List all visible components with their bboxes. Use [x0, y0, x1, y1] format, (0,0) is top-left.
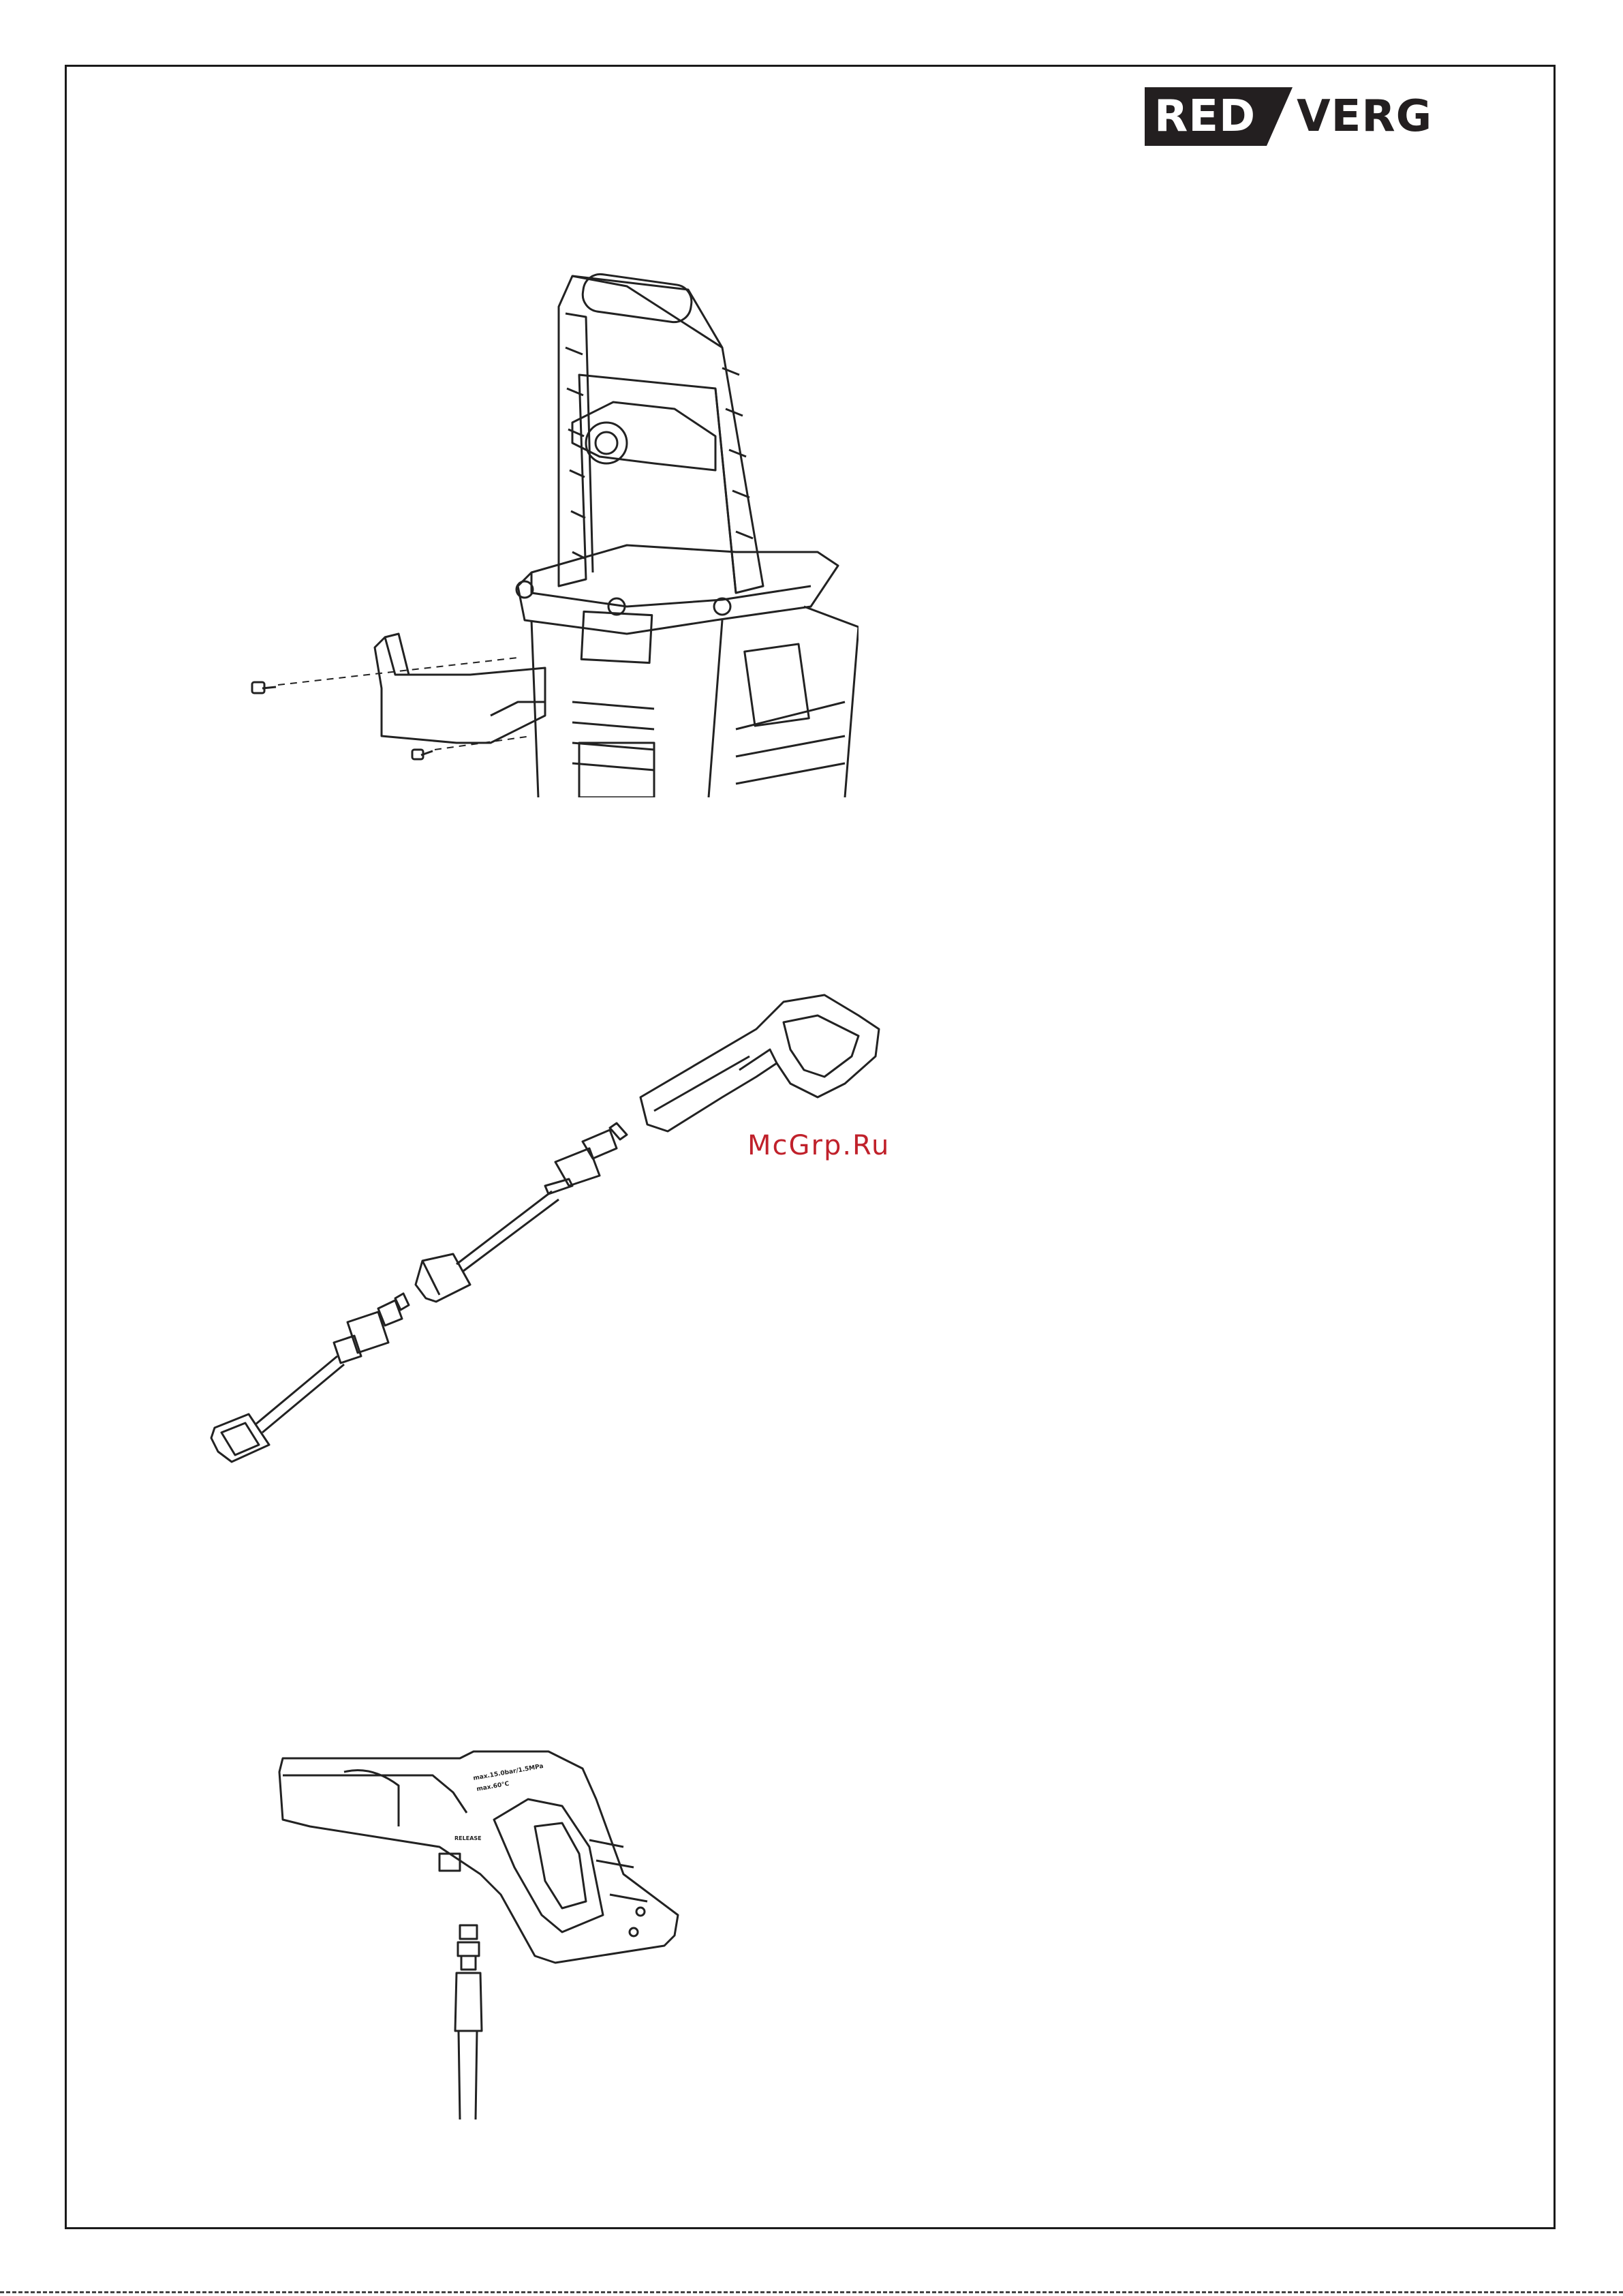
screw-2 [412, 750, 433, 759]
hose-coupling [460, 1925, 477, 1939]
screw-1 [252, 682, 276, 693]
watermark-text: McGrp.Ru [747, 1130, 890, 1161]
washer-body-hose-hook-assembly-figure [245, 266, 859, 797]
gun-temperature-text: max.60°C [476, 1781, 510, 1793]
logo-red-part: RED [1145, 87, 1267, 146]
hose-hook [375, 637, 545, 743]
extension-lance [416, 1123, 627, 1302]
trigger-gun-top [640, 995, 879, 1131]
gun-release-text: RELEASE [454, 1835, 482, 1841]
spray-lance [211, 1294, 409, 1462]
page-bottom-rule [0, 2291, 1623, 2293]
trigger-gun-body [279, 1751, 678, 1963]
trigger-gun-hose-connection-figure: max.15.0bar/1.5MPa max.60°C RELEASE [269, 1738, 692, 2133]
logo-verg-part: VERG [1297, 91, 1432, 142]
brand-logo: RED VERG [1145, 87, 1432, 146]
gun-pressure-text: max.15.0bar/1.5MPa [473, 1763, 544, 1782]
lance-trigger-gun-assembly-figure [191, 975, 906, 1465]
